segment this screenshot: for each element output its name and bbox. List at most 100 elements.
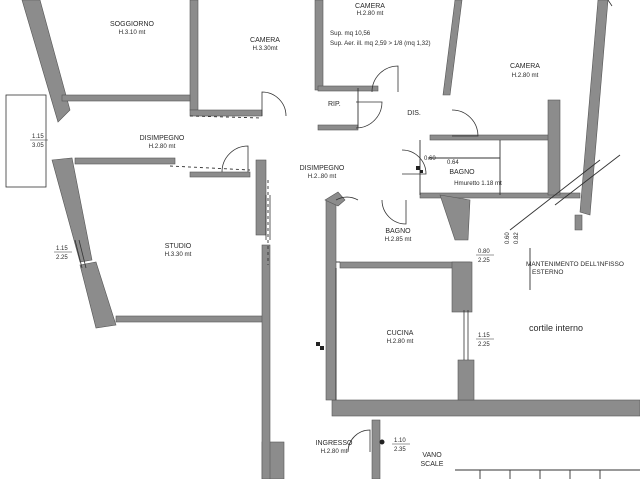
dim-w4-top: 1.15 [478,333,490,339]
infisso-note-line2: ESTERNO [532,269,563,276]
walls [21,0,640,479]
infisso-leader [509,159,601,231]
room-disimpegno2-height: H.2..80 mt [308,173,337,180]
door-camera1 [261,91,287,117]
wall-h-4 [317,124,359,131]
dimension-w7: 0.60 0.82 [505,232,520,244]
room-disimpegno1-height: H.2.80 mt [149,143,176,150]
door-dis-3 [451,109,479,137]
window-line-1 [74,239,83,269]
room-camera2-sup: Sup. mq 10,56 [330,30,371,37]
wall-v-5 [457,359,475,401]
wall-h-2 [189,109,263,117]
labels: SOGGIORNO H.3.10 mt CAMERA H.3.30mt CAME… [30,3,624,468]
wall-v-2 [261,244,271,479]
dim-w7-bot: 0.82 [514,232,520,244]
room-bagno1-name: BAGNO [385,228,411,235]
meter-icon-2 [420,170,423,173]
room-cucina-name: CUCINA [387,330,414,337]
room-bagno1-height: H.2.85 mt [385,236,412,243]
room-camera3-height: H.2.80 mt [512,72,539,79]
wall-v-3 [325,199,337,401]
room-ingresso-name: INGRESSO [316,440,354,447]
dimension-w3: 0.80 2.25 [476,249,494,264]
window-line-7 [607,0,613,7]
wall-h-1 [61,94,191,102]
dim-w6-bot: 0.64 [447,160,459,166]
wall-h-11 [331,399,640,417]
room-studio-name: STUDIO [165,243,192,250]
wall-right-lower [574,214,583,231]
dim-w6-top: 0.60 [424,156,436,162]
wall-left-mid [51,157,93,263]
door-ingresso [347,429,371,453]
room-soggiorno-name: SOGGIORNO [110,21,155,28]
wall-v-6 [547,99,561,196]
partition-dashed-1 [189,115,263,119]
dim-w5-bot: 2.35 [394,447,406,453]
vano-scale-line1: VANO [422,452,442,459]
wall-top-1 [189,0,199,111]
wall-top-3 [442,0,463,96]
room-disimpegno1-name: DISIMPEGNO [140,135,185,142]
wall-h-3 [317,85,379,92]
wall-h-10 [115,315,269,323]
balcony-left [5,94,47,188]
door-dis-2 [355,101,383,129]
room-camera1-name: CAMERA [250,37,280,44]
wall-left-upper [21,0,71,123]
wall-left-lower [79,261,117,329]
dimension-w5: 1.10 2.35 [392,438,410,453]
room-disimpegno2-name: DISIMPEGNO [300,165,345,172]
dim-w7-top: 0.60 [505,232,511,244]
dim-w3-top: 0.80 [478,249,490,255]
wall-disimpegno-corner [324,191,346,207]
infisso-note-line1: MANTENIMENTO DELL'INFISSO [526,261,624,268]
room-camera2-name: CAMERA [355,3,385,10]
room-camera2-sup-aer: Sup. Aer. ill. mq 2,59 > 1/8 (mq 1,32) [330,40,431,47]
dim-w2-top: 1.15 [56,246,68,252]
dimension-w2: 1.15 2.25 [54,246,72,261]
arrow-ingresso-icon [379,439,385,445]
room-camera3-name: CAMERA [510,63,540,70]
door-bagno1 [381,199,407,225]
dim-w4-bot: 2.25 [478,342,490,348]
dim-w1-top: 1.15 [32,134,44,140]
room-bagno2-name: BAGNO [449,169,475,176]
dim-w1-bot: 3.05 [32,143,44,149]
dimension-w6: 0.60 0.64 [424,156,459,166]
dim-w2-bot: 2.25 [56,255,68,261]
room-studio-height: H.3.30 mt [165,251,192,258]
cortile-label: cortile interno [529,323,583,333]
room-cucina-height: H.2.80 mt [387,338,414,345]
wall-v-7 [371,419,381,479]
door-disimpegno-left [221,145,249,173]
wall-v-1 [255,159,267,236]
room-camera2-height: H.2.80 mt [357,10,384,17]
room-bagno2-height: Hmuretto 1.18 mt [454,180,502,187]
partitions [169,88,640,479]
wall-h-5 [429,134,551,141]
room-soggiorno-height: H.3.10 mt [119,29,146,36]
room-dis-name: DIS. [407,110,421,117]
door-bagno2 [401,149,427,175]
boiler-icon-2 [320,346,324,350]
boiler-icon-1 [316,342,320,346]
windows [5,0,613,360]
wall-bagno-corner [439,194,471,241]
partition-dashed-2 [169,165,251,171]
symbols [316,166,423,445]
door-cucina [335,196,359,201]
dim-w5-top: 1.10 [394,438,406,444]
door-dis-1 [371,65,399,93]
room-ingresso-height: H.2.80 mt [321,448,348,455]
wall-top-2 [314,0,324,91]
wall-h-7 [189,171,251,178]
wall-v-4 [451,261,473,313]
room-camera1-height: H.3.30mt [252,45,277,52]
window-line-2 [78,239,87,269]
wall-h-9 [339,261,471,269]
infisso-leader-2 [554,154,621,206]
wall-h-6 [74,157,176,165]
